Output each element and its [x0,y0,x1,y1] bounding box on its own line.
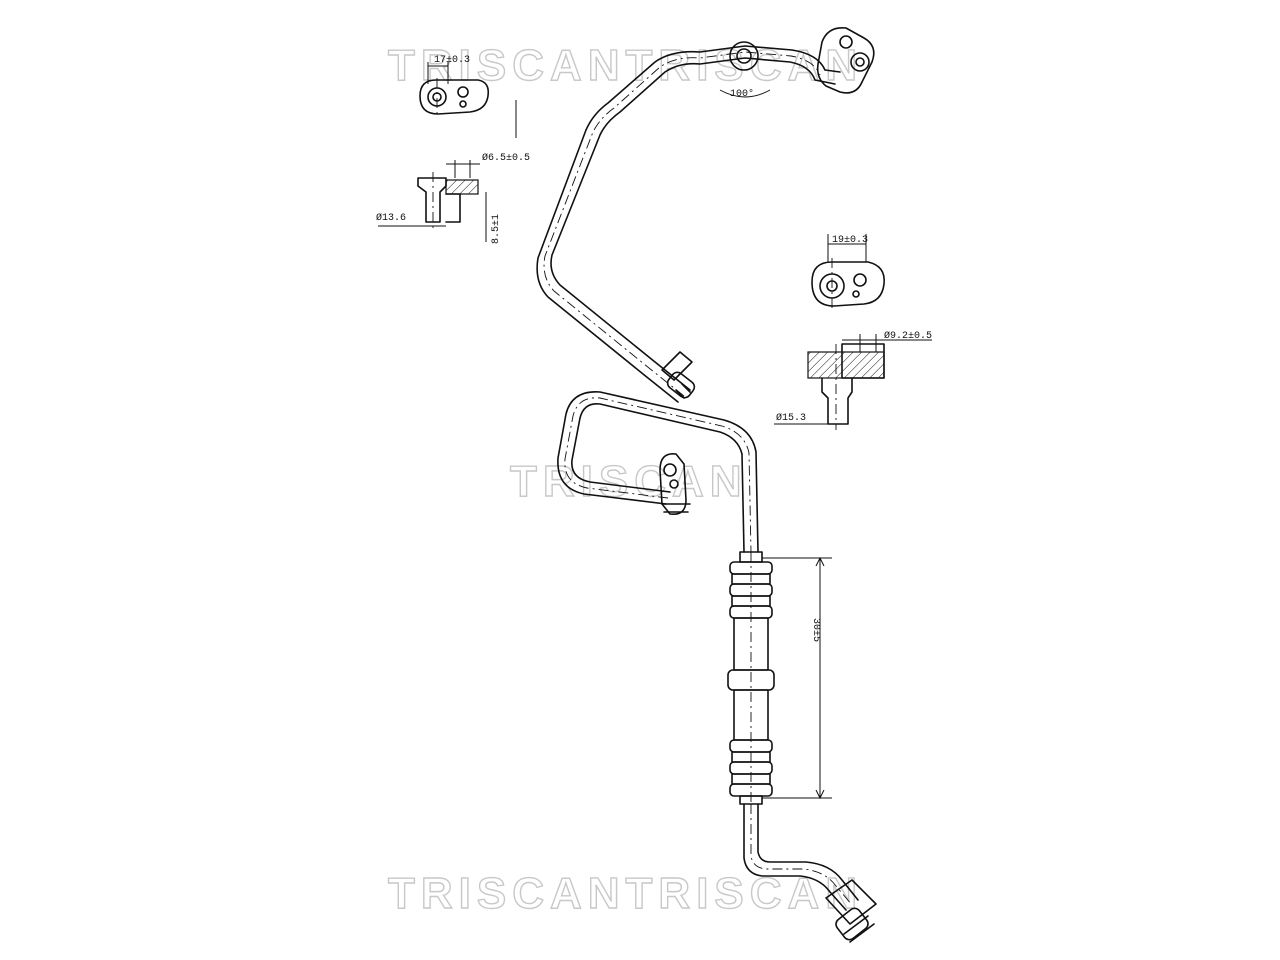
upper-fitting-section: Ø6.5±0.5 Ø13.6 8.5±1 [376,152,530,244]
watermark-middle: TRISCAN [510,457,748,506]
upper-pipe-diameter-label: Ø6.5±0.5 [482,152,530,164]
hose [727,551,775,805]
right-fitting-diameter-label: Ø15.3 [776,412,806,424]
lower-pipe-inner-fitting [659,453,691,516]
lower-pipe-bottom-bend [743,803,859,911]
upper-flange-width-label: 17±0.3 [434,55,470,66]
upper-pipe [536,45,841,403]
lower-pipe-end-fitting [825,879,877,943]
upper-fitting-diameter-label: Ø13.6 [376,212,406,224]
hose-length-label: 30±5 [810,618,821,642]
upper-fitting-length-label: 8.5±1 [491,214,502,244]
lower-pipe [557,391,759,553]
right-fitting-section: Ø9.2±0.5 Ø15.3 [774,330,932,430]
right-flange-width-label: 19±0.3 [832,235,868,246]
top-angle-label: 100° [730,88,754,100]
hose-length-dimension: 30±5 [762,556,832,800]
upper-flange-detail: 17±0.3 [419,55,490,118]
right-pipe-diameter-label: Ø9.2±0.5 [884,330,932,342]
upper-pipe-end-fitting [661,351,696,399]
right-flange-detail: 19±0.3 [811,234,885,312]
upper-pipe-top-flange: 100° [719,26,875,100]
